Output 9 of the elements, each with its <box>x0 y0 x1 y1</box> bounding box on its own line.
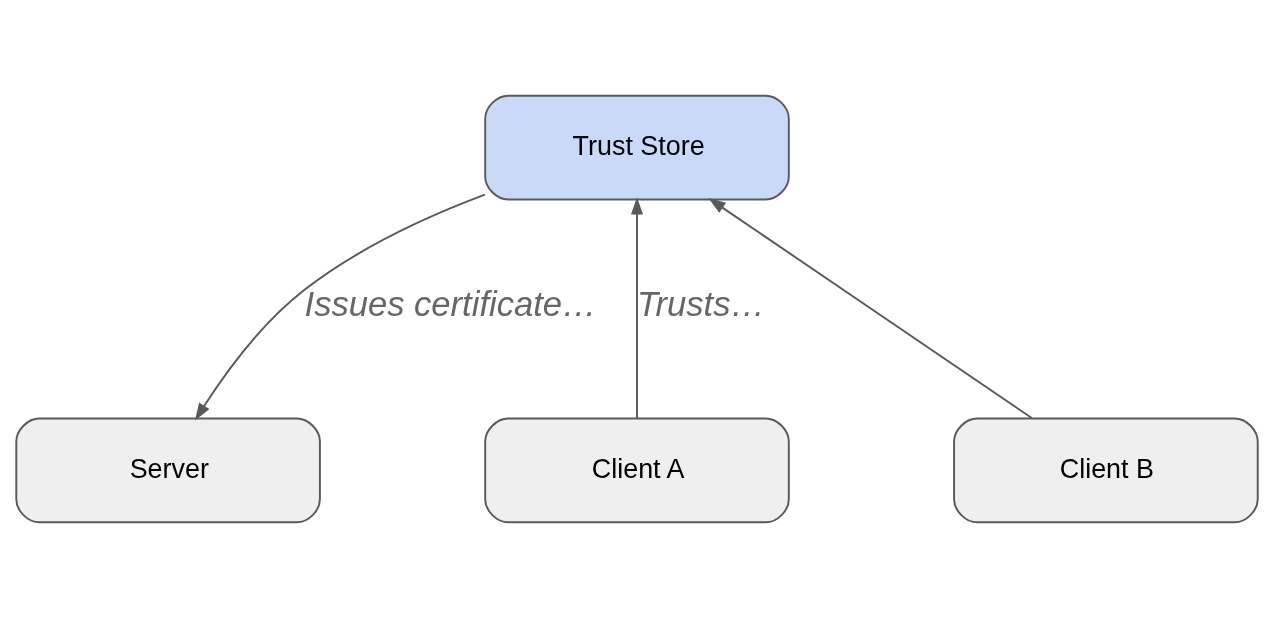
node-box: Trust Store <box>484 94 790 201</box>
edge-label: Trusts… <box>637 284 766 323</box>
node-box: Client B <box>953 417 1259 524</box>
node-box: Server <box>15 417 321 524</box>
edge-label: Issues certificate… <box>304 284 597 323</box>
node-box: Client A <box>484 417 790 524</box>
arrow <box>708 198 1033 420</box>
arrow <box>630 197 644 420</box>
arrow <box>195 193 486 421</box>
